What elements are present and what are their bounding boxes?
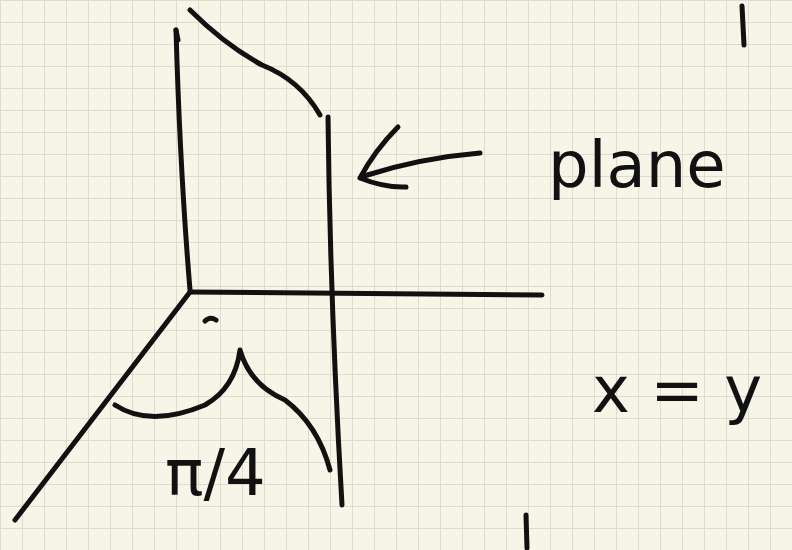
arrow-shaft: [364, 153, 480, 176]
plane-top-edge: [190, 10, 320, 115]
y-axis: [190, 292, 542, 295]
arrow-head: [360, 127, 406, 187]
stroke: [176, 30, 178, 40]
angle-label: π/4: [165, 438, 266, 508]
x-axis: [15, 292, 190, 520]
tick-mark: [205, 318, 216, 321]
stray-stroke: [526, 515, 527, 548]
plane-right-edge: [328, 117, 342, 505]
equation-label: x = y: [592, 355, 762, 425]
stray-stroke: [742, 6, 744, 45]
plane-label: plane: [548, 130, 726, 200]
plane-left-edge: [176, 30, 190, 290]
